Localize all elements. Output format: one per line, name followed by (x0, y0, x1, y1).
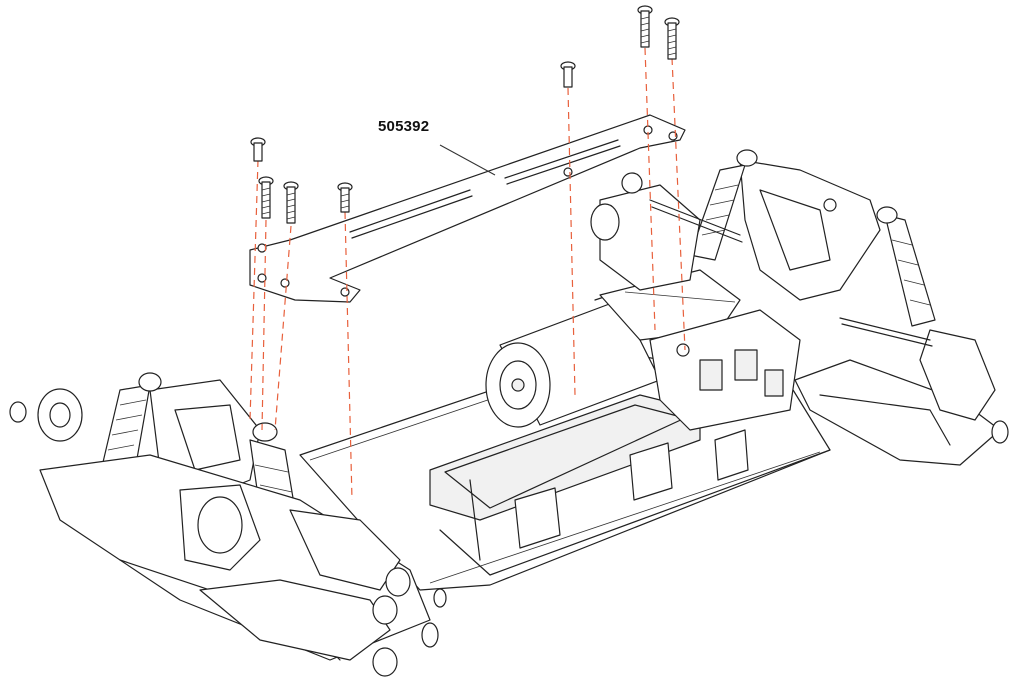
motor (485, 269, 741, 428)
front-suspension (9, 372, 447, 677)
screw-icon (337, 182, 353, 213)
screw-icon (283, 181, 299, 224)
screw-icon (250, 137, 266, 162)
screw-icon (258, 176, 274, 219)
screw-icon (664, 17, 680, 60)
rear-suspension (590, 149, 1009, 466)
top-brace-part (249, 114, 686, 303)
assembly-guide-lines (249, 47, 686, 501)
center-gearbox (649, 309, 801, 431)
screw-icon (637, 5, 653, 48)
callout-leader-line (439, 144, 496, 176)
part-number-label: 505392 (378, 118, 430, 135)
screw-icon (560, 61, 576, 88)
